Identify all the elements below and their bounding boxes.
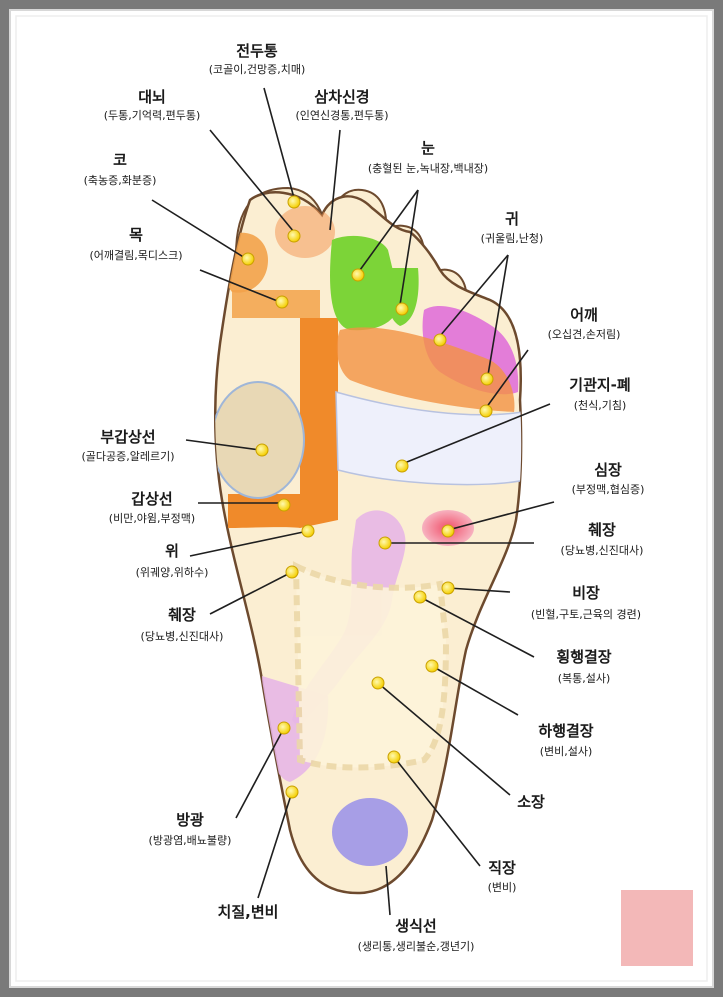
label-trigeminal-title: 삼차신경 [314, 88, 369, 106]
point-nose [241, 252, 255, 266]
point-bladder [277, 721, 291, 735]
inner-border [15, 15, 708, 982]
label-hemorrhoid-title: 치질,변비 [218, 903, 279, 921]
label-neck-sub: (어깨결림,목디스크) [89, 249, 182, 262]
point-rectum [387, 750, 401, 764]
label-pancreas-l-sub: (당뇨병,신진대사) [141, 630, 224, 643]
label-pancreas-r-title: 췌장 [588, 521, 616, 539]
point-heart [441, 524, 455, 538]
point-pancreas-r [378, 536, 392, 550]
point-descending [425, 659, 439, 673]
zone-genital [332, 798, 408, 866]
label-rectum-title: 직장 [488, 859, 516, 877]
zone-lung [335, 391, 522, 486]
pointer-lines [151, 87, 555, 916]
zone-head-glow [275, 206, 335, 258]
label-ear-title: 귀 [505, 210, 519, 228]
zone-thyroid-band [228, 318, 338, 528]
label-bronchi-sub: (천식,기침) [574, 398, 627, 412]
point-eye-2 [395, 302, 409, 316]
label-descending-sub: (변비,설사) [540, 745, 593, 758]
label-descending-title: 하행결장 [538, 722, 593, 740]
label-eye-sub: (충혈된 눈,녹내장,백내장) [368, 161, 488, 175]
label-eye-title: 눈 [421, 139, 435, 157]
point-pancreas-l [285, 565, 299, 579]
point-cerebrum [287, 229, 301, 243]
label-rectum-sub: (변비) [488, 881, 517, 894]
pink-watermark [621, 890, 693, 966]
label-cerebrum-title: 대뇌 [138, 88, 166, 106]
label-parathyroid-sub: (골다공증,알레르기) [81, 449, 174, 463]
label-pancreas-r-sub: (당뇨병,신진대사) [561, 544, 644, 557]
label-stomach-sub: (위궤양,위하수) [136, 565, 209, 579]
zone-parathyroid [215, 381, 305, 499]
label-nose-title: 코 [113, 151, 127, 169]
point-spleen [441, 581, 455, 595]
point-ear-2 [480, 372, 494, 386]
label-pancreas-l-title: 췌장 [168, 606, 196, 624]
point-hemorrhoid [285, 785, 299, 799]
zone-colon [292, 561, 450, 771]
zone-shoulder-glow [336, 327, 515, 412]
label-ear-sub: (귀울림,난청) [481, 232, 544, 245]
reflex-points [241, 195, 494, 799]
point-parathyroid [255, 443, 269, 457]
label-shoulder-title: 어깨 [570, 306, 598, 324]
point-stomach [301, 524, 315, 538]
point-bronchi [395, 459, 409, 473]
label-genital-title: 생식선 [395, 917, 436, 935]
label-bladder-sub: (방광염,배뇨불량) [149, 834, 232, 847]
label-shoulder-sub: (오십견,손저림) [548, 328, 621, 341]
point-eye-1 [351, 268, 365, 282]
label-transverse-sub: (복통,설사) [558, 672, 611, 685]
label-spleen-sub: (빈혈,구토,근육의 경련) [531, 607, 641, 621]
label-genital-sub: (생리통,생리불순,갱년기) [358, 940, 475, 953]
zone-eye-green [330, 235, 400, 331]
label-head-title: 전두통 [236, 42, 278, 60]
label-thyroid-title: 갑상선 [131, 490, 172, 508]
label-cerebrum-sub: (두통,기억력,편두통) [104, 109, 201, 122]
label-thyroid-sub: (비만,야윔,부정맥) [109, 512, 195, 525]
point-neck [275, 295, 289, 309]
label-stomach-title: 위 [165, 542, 179, 560]
point-thyroid [277, 498, 291, 512]
point-small-int [371, 676, 385, 690]
label-bladder-title: 방광 [176, 811, 204, 829]
label-nose-sub: (축농증,화분증) [84, 174, 157, 187]
point-ear-1 [433, 333, 447, 347]
label-small-int-title: 소장 [517, 793, 545, 811]
label-parathyroid-title: 부갑상선 [100, 428, 155, 446]
label-neck-title: 목 [129, 226, 143, 244]
labels: 전두통 (코골이,건망증,치매) 대뇌 (두통,기억력,편두통) 삼차신경 (인… [81, 42, 644, 953]
label-bronchi-title: 기관지-폐 [569, 376, 630, 394]
label-spleen-title: 비장 [572, 584, 600, 602]
point-transverse [413, 590, 427, 604]
label-transverse-title: 횡행결장 [556, 648, 611, 666]
label-trigeminal-sub: (인연신경통,편두통) [295, 109, 388, 122]
label-heart-sub: (부정맥,협심증) [572, 483, 645, 496]
label-head-sub: (코골이,건망증,치매) [209, 63, 306, 76]
label-heart-title: 심장 [594, 461, 622, 479]
point-shoulder [479, 404, 493, 418]
point-head [287, 195, 301, 209]
